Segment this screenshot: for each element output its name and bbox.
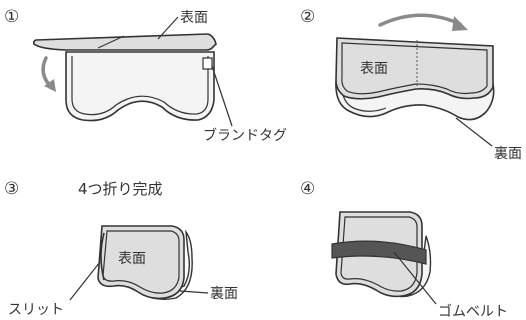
step-1-panel: ① 表面 ブランドタグ [4, 7, 287, 144]
label-slit: スリット [8, 302, 64, 318]
step2-fold-arrow [378, 13, 462, 27]
leader-brand-tag [211, 65, 233, 127]
label-ura-3: 裏面 [210, 285, 238, 302]
label-gom-belt: ゴムベルト [438, 303, 508, 320]
step-4-number: ④ [300, 179, 315, 199]
leader-gom-belt [393, 251, 437, 305]
step2-fold-arrowhead [452, 16, 468, 31]
leader-omote-1 [157, 16, 179, 40]
label-omote-3: 表面 [118, 251, 146, 267]
step-4-panel: ④ ゴムベルト [300, 179, 508, 320]
step-2-number: ② [300, 7, 315, 27]
step1-flap-crease [97, 35, 125, 49]
label-ura-2: 裏面 [494, 145, 522, 162]
step2-back-stitch [341, 89, 387, 112]
step1-mask-body [65, 51, 215, 122]
brand-tag-square [202, 57, 213, 70]
step4-front-stitch [340, 216, 418, 292]
step1-stitch-line [71, 56, 209, 116]
leader-ura-3 [179, 290, 209, 294]
step2-front-face [335, 37, 494, 100]
leader-ura-2 [455, 117, 493, 147]
elastic-belt [331, 240, 427, 265]
step3-front-stitch [102, 230, 180, 294]
step1-fold-arrowhead [44, 79, 56, 92]
step3-slit-edge [100, 232, 105, 281]
label-brand-tag: ブランドタグ [203, 127, 287, 144]
step2-front-stitch [341, 42, 488, 95]
label-omote-1: 表面 [180, 10, 208, 26]
step-3-number: ③ [4, 179, 19, 199]
step-3-panel: ③ 4つ折り完成 表面 裏面 スリット [4, 179, 238, 318]
step-1-number: ① [4, 7, 19, 27]
step-3-title: 4つ折り完成 [78, 180, 163, 198]
leader-slit [69, 261, 101, 301]
label-omote-2: 表面 [360, 61, 388, 77]
step1-top-flap [32, 33, 217, 51]
step-2-panel: ② 表面 裏面 [300, 7, 522, 162]
